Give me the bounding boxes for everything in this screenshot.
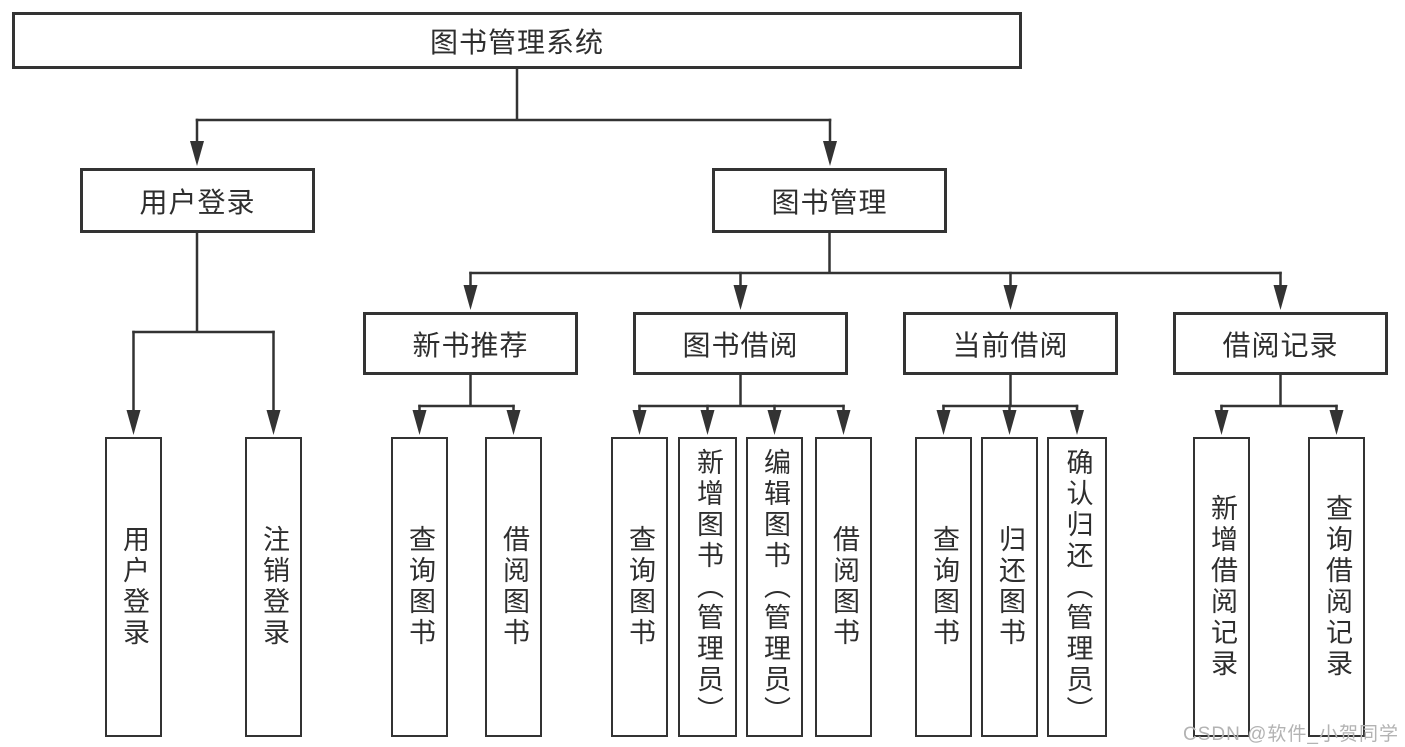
- watermark: CSDN @软件_小贺同学: [1183, 724, 1399, 745]
- node-new-book-recommend: 新书推荐: [363, 312, 578, 375]
- leaf-query-books-recommend: 查询图书: [391, 437, 448, 737]
- node-user-login-branch: 用户登录: [80, 168, 315, 233]
- leaf-add-borrow-record: 新增借阅记录: [1193, 437, 1250, 737]
- leaf-logout: 注销登录: [245, 437, 302, 737]
- leaf-query-borrow-record: 查询借阅记录: [1308, 437, 1365, 737]
- edge-book-borrow-to-leaves: [638, 375, 845, 412]
- node-current-borrow: 当前借阅: [903, 312, 1118, 375]
- leaf-edit-book-admin: 编辑图书（管理员）: [746, 437, 803, 737]
- edge-book-management-to-modules: [469, 233, 1282, 288]
- leaf-query-books-current: 查询图书: [915, 437, 972, 737]
- node-root: 图书管理系统: [12, 12, 1022, 69]
- leaf-query-books-borrow: 查询图书: [611, 437, 668, 737]
- edge-borrow-records-to-leaves: [1220, 375, 1338, 412]
- edge-new-book-recommend-to-leaves: [418, 375, 515, 412]
- edge-current-borrow-to-leaves: [942, 375, 1079, 412]
- leaf-add-book-admin: 新增图书（管理员）: [678, 437, 737, 737]
- edge-root-to-branches: [195, 69, 832, 143]
- node-book-management-branch: 图书管理: [712, 168, 947, 233]
- node-borrow-records: 借阅记录: [1173, 312, 1388, 375]
- leaf-return-book: 归还图书: [981, 437, 1038, 737]
- leaf-borrow-books-recommend: 借阅图书: [485, 437, 542, 737]
- edge-user-login-to-leaves: [132, 233, 275, 412]
- leaf-borrow-books: 借阅图书: [815, 437, 872, 737]
- arrowhead-icons: [126, 141, 1344, 435]
- node-book-borrow: 图书借阅: [633, 312, 848, 375]
- leaf-confirm-return-admin: 确认归还（管理员）: [1047, 437, 1107, 737]
- leaf-user-login: 用户登录: [105, 437, 162, 737]
